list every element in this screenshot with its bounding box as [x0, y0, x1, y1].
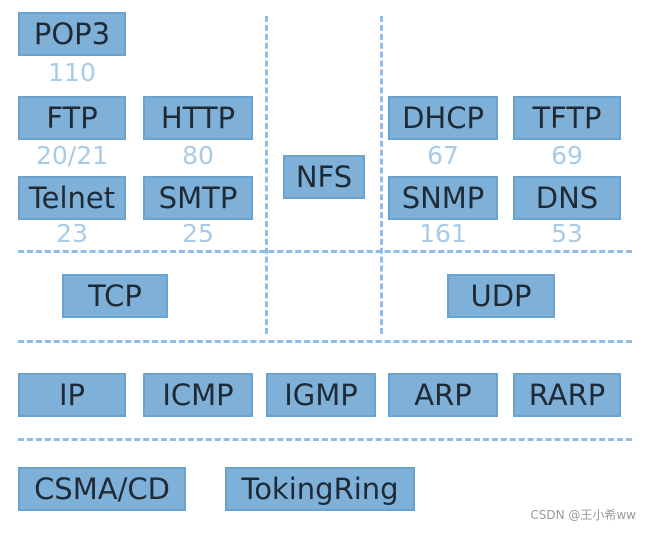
- rarp-box: RARP: [513, 373, 621, 417]
- dhcp-box: DHCP: [388, 96, 498, 140]
- separator-transport-network: [18, 340, 632, 343]
- ip-box: IP: [18, 373, 126, 417]
- snmp-port: 161: [419, 219, 467, 248]
- csma-cd-box: CSMA/CD: [18, 467, 186, 511]
- http-box: HTTP: [143, 96, 253, 140]
- dns-box: DNS: [513, 176, 621, 220]
- pop3-box: POP3: [18, 12, 126, 56]
- smtp-box: SMTP: [143, 176, 253, 220]
- tftp-box: TFTP: [513, 96, 621, 140]
- snmp-box: SNMP: [388, 176, 498, 220]
- telnet-port: 23: [56, 219, 88, 248]
- ftp-port: 20/21: [35, 141, 109, 170]
- icmp-box: ICMP: [143, 373, 253, 417]
- smtp-port: 25: [182, 219, 214, 248]
- tftp-port: 69: [551, 141, 583, 170]
- ftp-box: FTP: [18, 96, 126, 140]
- watermark: CSDN @王小希ww: [530, 508, 636, 522]
- tokingring-box: TokingRing: [225, 467, 415, 511]
- udp-box: UDP: [447, 274, 555, 318]
- separator-app-transport: [18, 250, 632, 253]
- pop3-port: 110: [48, 58, 96, 87]
- arp-box: ARP: [388, 373, 498, 417]
- separator-vertical-left: [265, 16, 268, 334]
- tcp-box: TCP: [62, 274, 168, 318]
- dhcp-port: 67: [427, 141, 459, 170]
- igmp-box: IGMP: [266, 373, 376, 417]
- separator-network-link: [18, 438, 632, 441]
- nfs-box: NFS: [283, 155, 365, 199]
- http-port: 80: [182, 141, 214, 170]
- telnet-box: Telnet: [18, 176, 126, 220]
- separator-vertical-right: [380, 16, 383, 334]
- dns-port: 53: [551, 219, 583, 248]
